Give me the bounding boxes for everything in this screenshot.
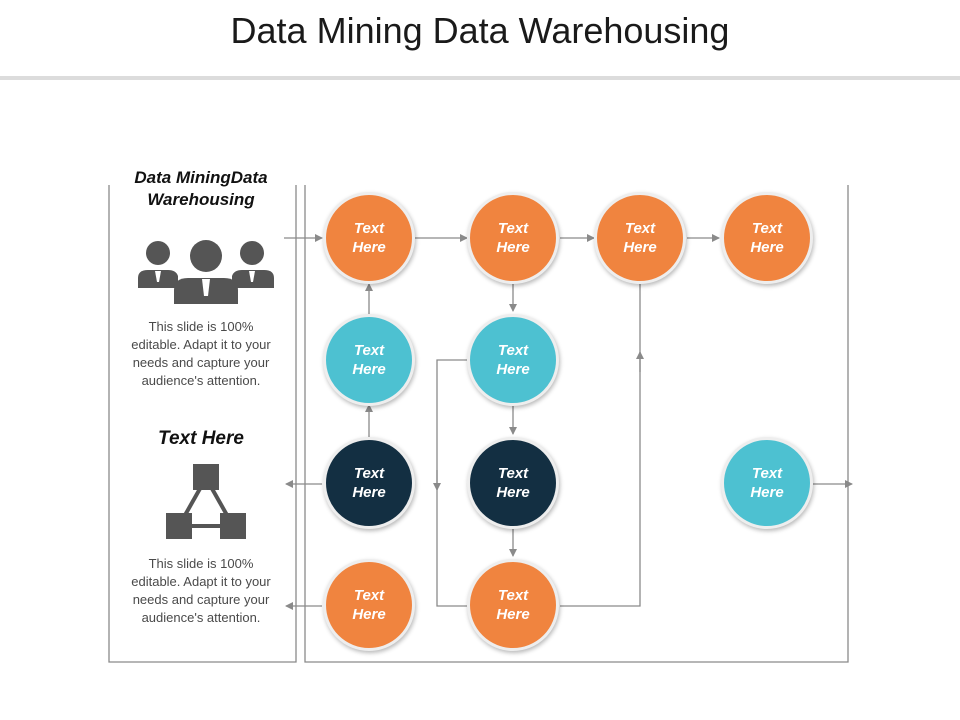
node-label: Text Here xyxy=(352,465,386,501)
diagram-frame xyxy=(304,185,849,663)
node-n2[interactable]: Text Here xyxy=(467,192,559,284)
slide-title: Data Mining Data Warehousing xyxy=(230,10,730,51)
left-heading-2: Text Here xyxy=(158,428,244,449)
left-description-1: This slide is 100% editable. Adapt it to… xyxy=(131,319,271,388)
node-label: Text Here xyxy=(352,587,386,623)
node-n3[interactable]: Text Here xyxy=(594,192,686,284)
node-n4[interactable]: Text Here xyxy=(721,192,813,284)
node-label: Text Here xyxy=(750,465,784,501)
node-label: Text Here xyxy=(496,342,530,378)
node-n7[interactable]: Text Here xyxy=(323,437,415,529)
network-diagram-icon xyxy=(166,464,246,539)
node-label: Text Here xyxy=(496,220,530,256)
path-n11-to-n3 xyxy=(560,284,641,607)
people-group-icon xyxy=(138,240,274,304)
left-panel-frame xyxy=(108,185,297,663)
node-label: Text Here xyxy=(750,220,784,256)
node-n1[interactable]: Text Here xyxy=(323,192,415,284)
node-label: Text Here xyxy=(496,465,530,501)
node-n8[interactable]: Text Here xyxy=(467,437,559,529)
left-description-2: This slide is 100% editable. Adapt it to… xyxy=(131,556,271,625)
left-heading-1: Data MiningData Warehousing xyxy=(134,168,268,209)
node-n11[interactable]: Text Here xyxy=(467,559,559,651)
loop-n6-n11 xyxy=(436,359,467,607)
node-n10[interactable]: Text Here xyxy=(323,559,415,651)
node-n6[interactable]: Text Here xyxy=(467,314,559,406)
node-label: Text Here xyxy=(352,220,386,256)
node-n5[interactable]: Text Here xyxy=(323,314,415,406)
title-divider xyxy=(0,76,960,80)
node-n9[interactable]: Text Here xyxy=(721,437,813,529)
node-label: Text Here xyxy=(352,342,386,378)
node-label: Text Here xyxy=(496,587,530,623)
node-label: Text Here xyxy=(623,220,657,256)
